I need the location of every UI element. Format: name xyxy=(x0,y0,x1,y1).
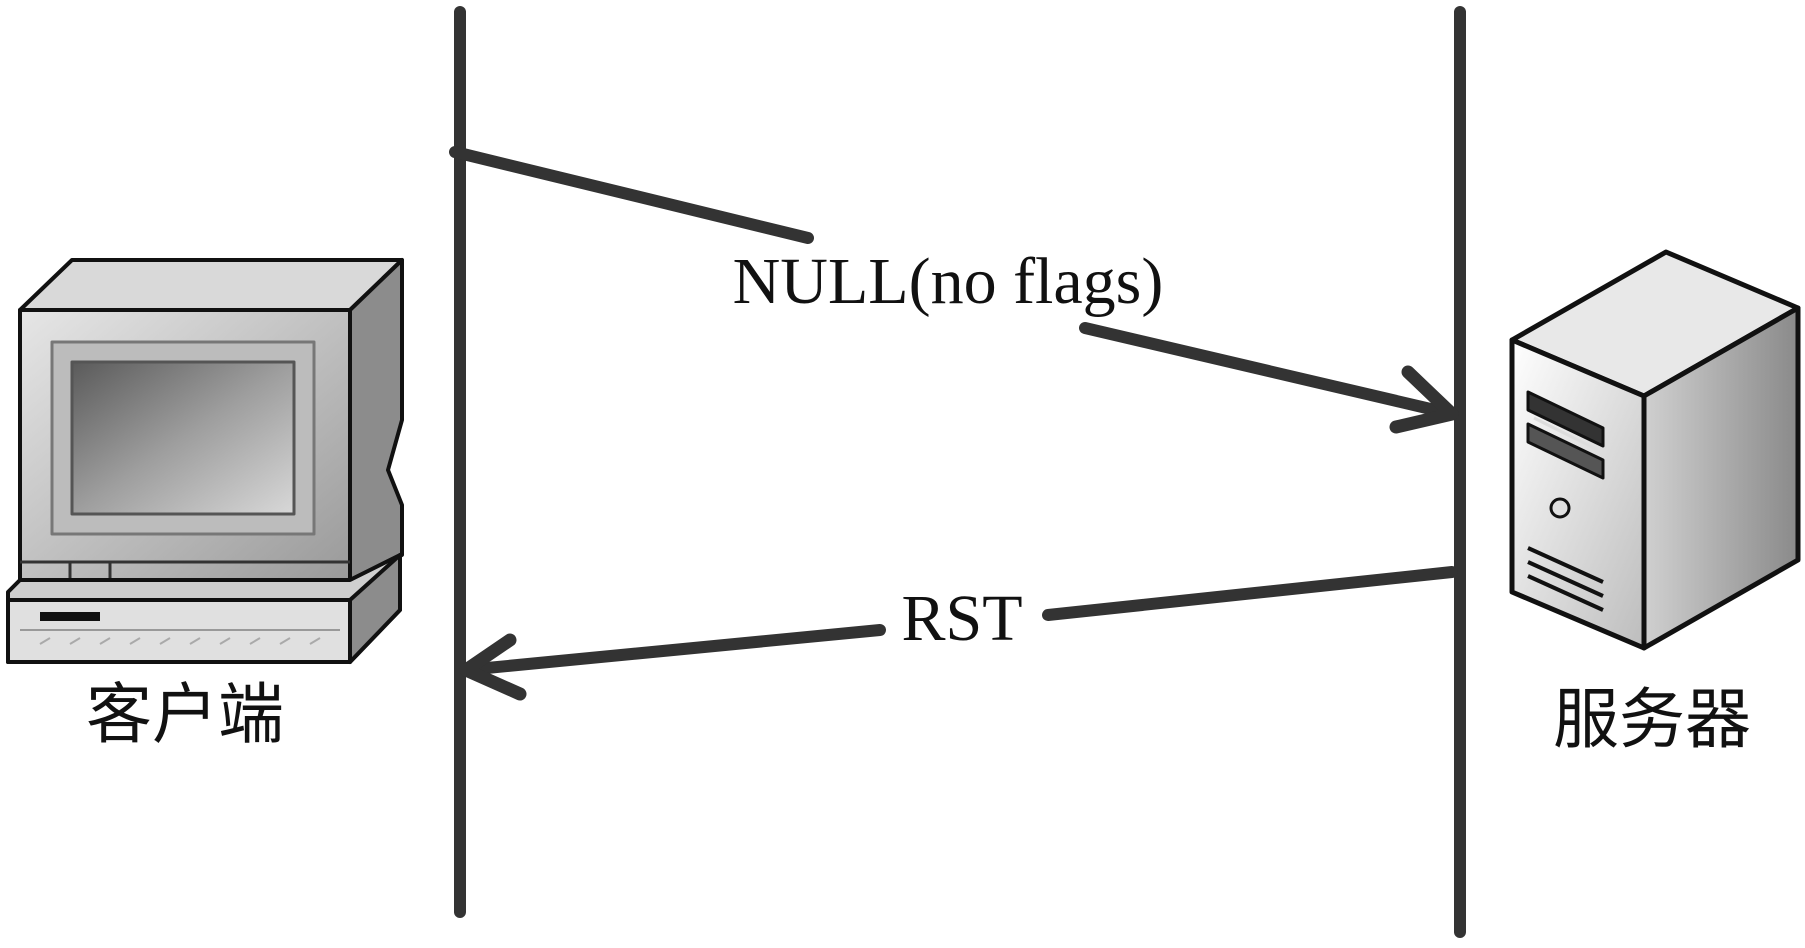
message-null-label: NULL(no flags) xyxy=(733,245,1164,318)
client-label: 客户端 xyxy=(86,676,284,753)
desktop-computer-icon xyxy=(6,258,404,664)
message-null-arrow xyxy=(449,146,1459,434)
tower-server-icon xyxy=(1509,249,1801,651)
server-label: 服务器 xyxy=(1553,681,1751,758)
message-rst-label: RST xyxy=(901,582,1022,655)
message-rst-arrow xyxy=(459,566,1458,701)
